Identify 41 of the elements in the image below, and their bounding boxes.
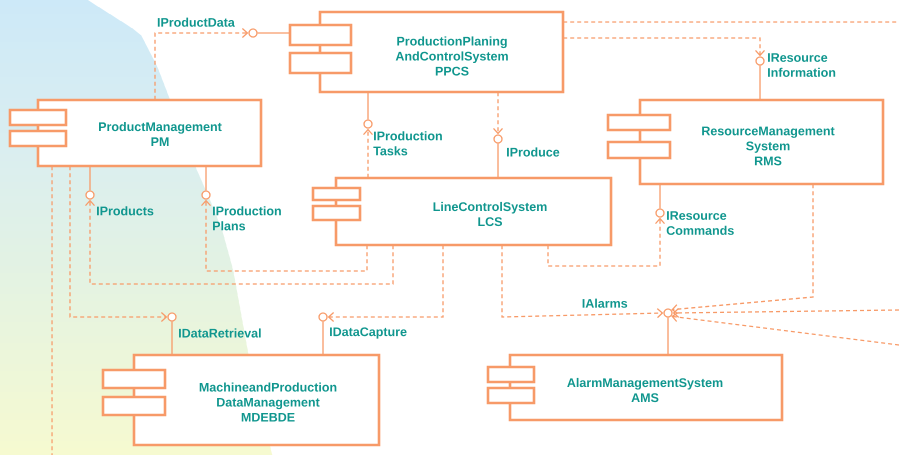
connector xyxy=(258,32,290,34)
interface-label: IProduction Plans xyxy=(213,206,281,230)
connector xyxy=(671,184,814,314)
interface-label: IDataRetrieval xyxy=(179,328,261,338)
interface-label: IProductData xyxy=(158,18,235,27)
connector xyxy=(205,166,207,190)
component-box: ProductManagement PM xyxy=(8,98,262,168)
interface-label: IDataCapture xyxy=(330,327,407,339)
connector xyxy=(328,245,444,322)
interface-label: IResource Information xyxy=(768,53,836,77)
connector xyxy=(201,200,368,272)
component-box: ResourceManagement System RMS xyxy=(606,98,884,186)
connector xyxy=(367,92,369,120)
interface-label: IAlarms xyxy=(582,298,628,308)
interface-label: IResource Commands xyxy=(666,211,734,235)
connector xyxy=(563,37,765,56)
connector xyxy=(69,166,168,322)
interface-label: IProduction Tasks xyxy=(373,131,442,156)
connector xyxy=(51,166,53,455)
connector xyxy=(501,245,664,318)
connector xyxy=(497,144,499,178)
interface-label: IProducts xyxy=(97,206,154,216)
connector xyxy=(154,28,248,100)
connector xyxy=(363,128,373,178)
component-box: ProductionPlaning AndControlSystem PPCS xyxy=(288,10,564,94)
connector xyxy=(547,218,665,267)
connector xyxy=(85,200,394,285)
connector xyxy=(759,66,761,100)
connector xyxy=(493,92,503,134)
connector xyxy=(667,318,669,355)
component-box: LineControlSystem LCS xyxy=(312,176,612,246)
connector xyxy=(672,308,899,318)
connector xyxy=(563,21,899,23)
connector xyxy=(671,312,899,346)
connector xyxy=(659,184,661,208)
component-box: AlarmManagementSystem AMS xyxy=(486,354,784,422)
connector xyxy=(89,166,91,190)
interface-label: IProduce xyxy=(507,147,560,157)
connector xyxy=(171,322,173,355)
connector xyxy=(322,322,324,355)
component-box: MachineandProduction DataManagement MDEBDE xyxy=(102,354,380,446)
